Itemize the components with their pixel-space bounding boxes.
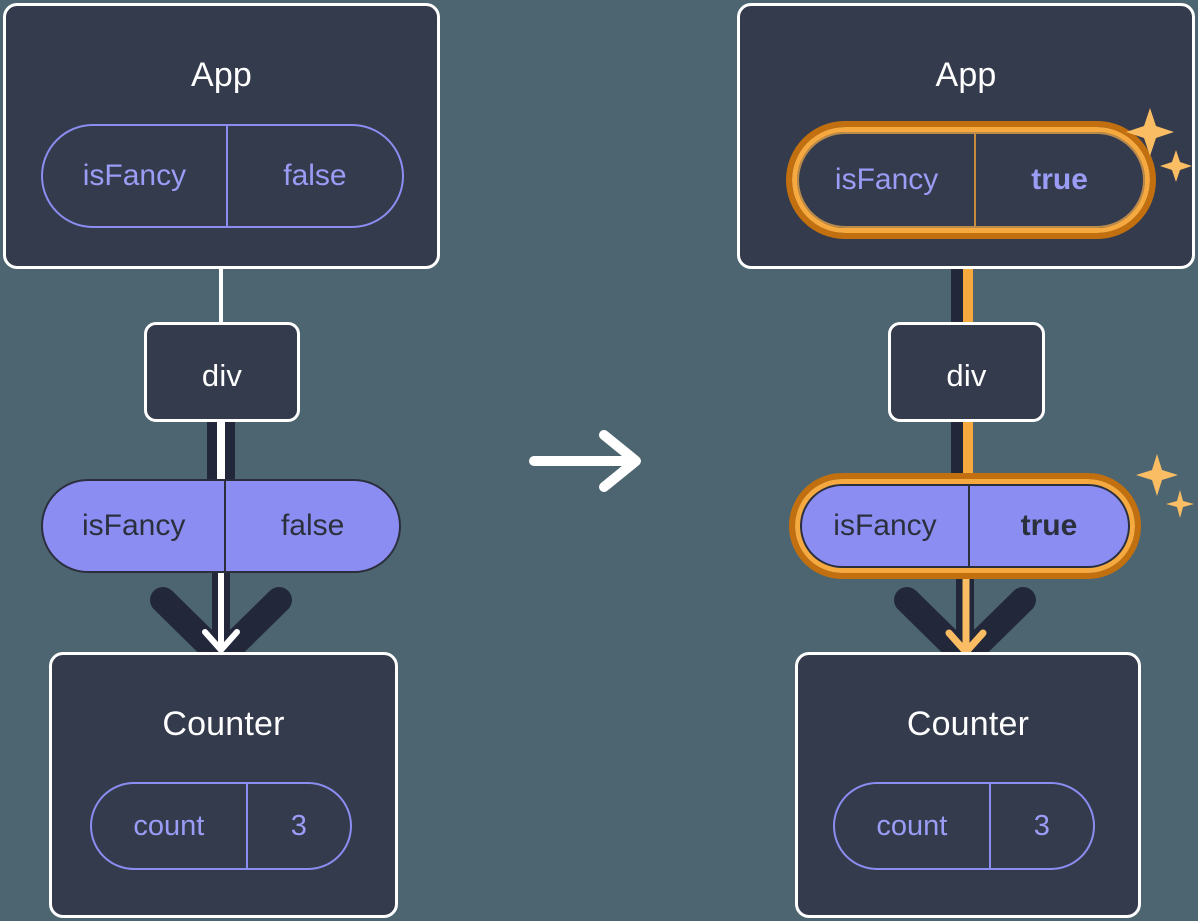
app-prop-value-before: false: [225, 126, 402, 226]
counter-prop-pill-before[interactable]: count 3: [90, 782, 352, 870]
app-prop-pill-before[interactable]: isFancy false: [41, 124, 404, 228]
passed-prop-key-after: isFancy: [833, 509, 937, 542]
counter-prop-value-after: 3: [988, 784, 1093, 868]
connector-div-to-pill-right: [951, 418, 973, 484]
passed-prop-key-before: isFancy: [81, 509, 186, 542]
counter-prop-value-before: 3: [245, 784, 350, 868]
app-prop-key-after: isFancy: [834, 163, 939, 196]
div-box-after[interactable]: div: [888, 322, 1045, 422]
passed-prop-pill-after[interactable]: isFancy true: [800, 484, 1130, 568]
counter-prop-key-after: count: [876, 809, 948, 842]
app-prop-pill-after[interactable]: isFancy true: [797, 132, 1145, 228]
div-box-title-before: div: [201, 358, 243, 393]
passed-prop-value-before: false: [224, 481, 399, 571]
counter-box-title-after: Counter: [906, 705, 1030, 743]
connector-div-to-pill-left: [207, 418, 235, 484]
arrow-pill-to-counter-left: [150, 566, 292, 670]
passed-prop-value-after: true: [967, 486, 1128, 566]
app-prop-key-before: isFancy: [82, 159, 187, 192]
counter-box-title-before: Counter: [162, 705, 285, 743]
div-box-title-after: div: [946, 358, 987, 393]
passed-prop-pill-before[interactable]: isFancy false: [41, 479, 401, 573]
arrow-pill-to-counter-right: [894, 566, 1036, 670]
div-box-before[interactable]: div: [144, 322, 300, 422]
counter-prop-key-before: count: [133, 809, 205, 842]
app-box-title-before: App: [190, 56, 253, 94]
counter-prop-pill-after[interactable]: count 3: [833, 782, 1095, 870]
transition-arrow-icon: [529, 430, 641, 492]
app-prop-value-after: true: [974, 134, 1143, 226]
app-box-title-after: App: [935, 56, 997, 94]
